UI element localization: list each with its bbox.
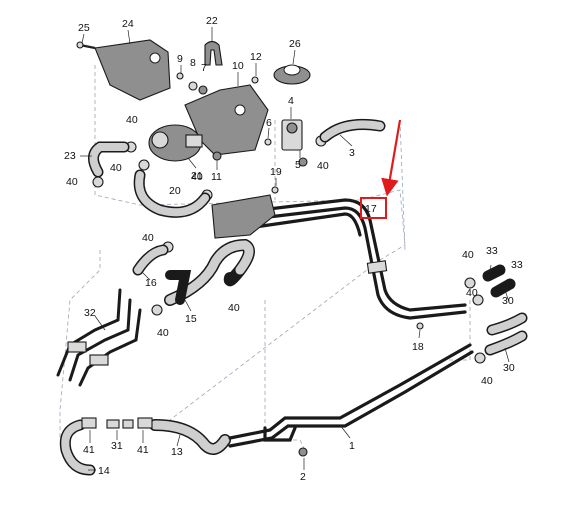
callout-41a: 41	[83, 444, 95, 456]
callout-31: 31	[111, 440, 123, 452]
callout-7: 7	[201, 62, 207, 74]
callout-13: 13	[171, 446, 183, 458]
pipe-32	[56, 288, 142, 387]
callout-41b: 41	[137, 444, 149, 456]
pipe-17	[211, 194, 467, 320]
callout-6: 6	[266, 117, 272, 129]
callout-14: 14	[98, 465, 110, 477]
callout-40d: 40	[66, 176, 78, 188]
callout-40h: 40	[228, 302, 240, 314]
pipe-1	[228, 343, 474, 448]
callout-24: 24	[122, 18, 134, 30]
callout-40f: 40	[142, 232, 154, 244]
callout-30b: 30	[503, 362, 515, 374]
callout-32: 32	[84, 307, 96, 319]
callout-16: 16	[145, 277, 157, 289]
callout-23: 23	[64, 150, 76, 162]
callout-19: 19	[270, 166, 282, 178]
callout-30a: 30	[502, 295, 514, 307]
callout-10: 10	[232, 60, 244, 72]
callout-20: 20	[169, 185, 181, 197]
callout-26: 26	[289, 38, 301, 50]
callout-8: 8	[190, 57, 196, 69]
valve-4	[281, 119, 303, 151]
callout-40j: 40	[157, 327, 169, 339]
hoses	[59, 118, 528, 476]
callout-40k: 40	[481, 375, 493, 387]
callout-5: 5	[295, 159, 301, 171]
callout-3: 3	[349, 147, 355, 159]
callout-4: 4	[288, 95, 294, 107]
callout-12: 12	[250, 51, 262, 63]
callout-25: 25	[78, 22, 90, 34]
callout-15: 15	[185, 313, 197, 325]
callout-1: 1	[349, 440, 355, 452]
leader-lines	[80, 27, 510, 471]
pump-21	[148, 124, 203, 162]
callout-labels: 25 24 22 9 8 7 10 12 26 4 40 40 6 3 23 4…	[64, 15, 523, 483]
group-outlines	[59, 65, 471, 451]
callout-22: 22	[206, 15, 218, 27]
clip-22	[204, 40, 223, 66]
callout-9: 9	[177, 53, 183, 65]
bracket-24	[94, 39, 171, 101]
pump-mount-26	[273, 64, 311, 85]
callout-33b: 33	[511, 259, 523, 271]
callout-21: 21	[191, 170, 203, 182]
callout-40i: 40	[466, 287, 478, 299]
callout-40c: 40	[110, 162, 122, 174]
callout-11: 11	[211, 171, 222, 183]
fasteners	[176, 72, 424, 457]
callout-40a: 40	[126, 114, 138, 126]
callout-2: 2	[300, 471, 306, 483]
callout-40e: 40	[191, 171, 203, 183]
bolt-25	[76, 41, 96, 50]
callout-18: 18	[412, 341, 424, 353]
callout-17: 17	[365, 203, 377, 215]
callout-33a: 33	[486, 245, 498, 257]
callout-40b: 40	[317, 160, 329, 172]
callout-40g: 40	[462, 249, 474, 261]
highlight-17	[360, 119, 402, 219]
